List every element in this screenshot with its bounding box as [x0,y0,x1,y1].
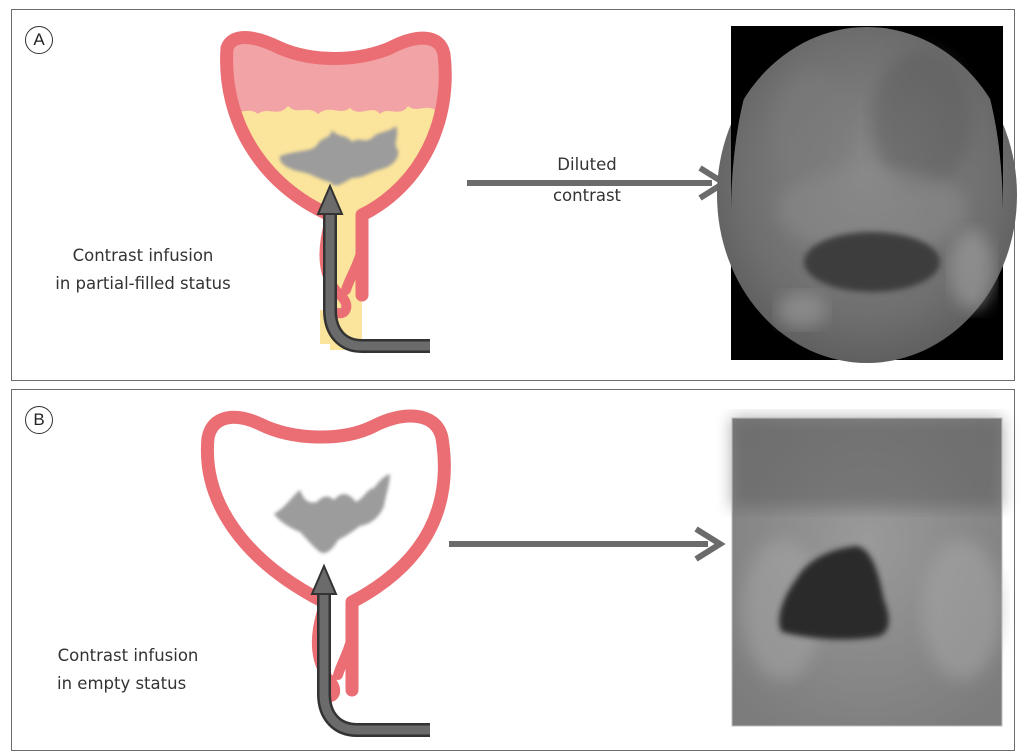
panel-a-diagram [12,10,1016,382]
arrow-label-line1: Diluted [537,149,637,180]
arrow-label: Diluted contrast [537,149,637,211]
xray-image-partial-filled [717,26,1017,363]
contrast-blob [274,474,390,553]
panel-b: B Contrast infusion in empty status [11,389,1015,751]
panel-a: A [11,9,1015,381]
panel-b-caption-line1: Contrast infusion [43,642,213,670]
panel-a-caption: Contrast infusion in partial-filled stat… [43,242,243,298]
panel-a-caption-line1: Contrast infusion [43,242,243,270]
xray-image-empty [732,418,1002,726]
panel-b-caption: Contrast infusion in empty status [43,642,213,698]
arrow-label-line2: contrast [537,180,637,211]
panel-b-caption-line2: in empty status [43,670,213,698]
panel-a-caption-line2: in partial-filled status [43,270,243,298]
catheter-arrowhead [312,566,336,594]
